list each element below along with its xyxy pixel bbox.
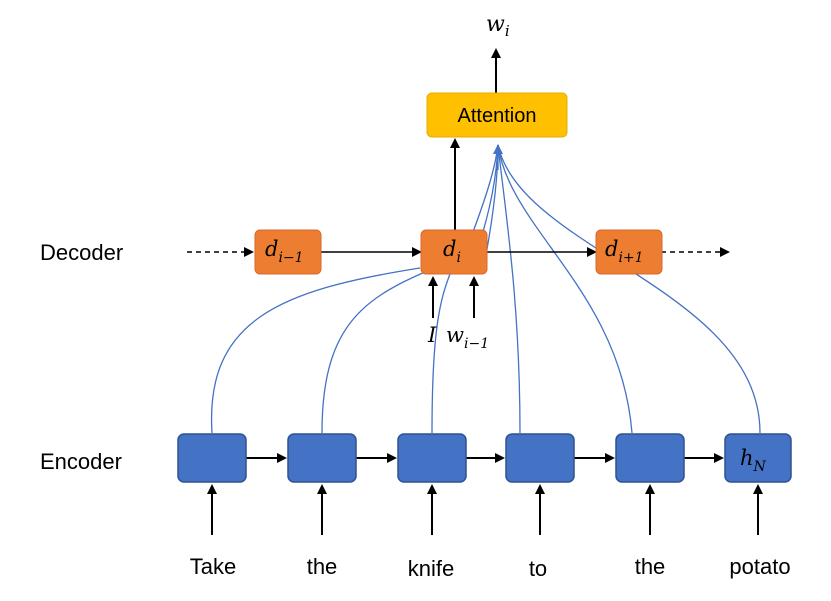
- attention-label: Attention: [458, 105, 537, 127]
- token-1: Take: [190, 554, 236, 579]
- decoder-label: Decoder: [40, 240, 123, 265]
- attention-line-decoder-a: [469, 144, 499, 241]
- attention-line-decoder-c: [485, 144, 499, 256]
- encoder-node-6: [724, 433, 792, 483]
- decoder-node-next-label: di+1: [605, 237, 644, 266]
- decoder-node-next: di+1: [595, 229, 663, 275]
- encoder-node-1: [177, 433, 247, 483]
- attention-line-encoder-1: [210, 267, 421, 434]
- encoder-node-3: [397, 433, 467, 483]
- token-6: potato: [729, 554, 790, 579]
- attention-line-encoder-3: [431, 273, 451, 434]
- decoder-node-prev-box: [254, 229, 322, 275]
- encoder-node-2: [287, 433, 357, 483]
- attention-line-encoder-6: [497, 144, 761, 434]
- decoder-input-label-2: wi−1: [446, 323, 489, 352]
- attention-line-encoder-4: [497, 144, 521, 434]
- decoder-node-current-box: [420, 229, 488, 275]
- decoder-node-next-box: [595, 229, 663, 275]
- output-label: wi: [486, 12, 510, 40]
- encoder-label: Encoder: [40, 449, 122, 474]
- decoder-node-prev: di−1: [254, 229, 322, 275]
- decoder-node-current-label: di: [443, 237, 461, 266]
- encoder-node-6-label: hN: [740, 446, 767, 475]
- decoder-node-current: di: [420, 229, 488, 275]
- decoder-node-prev-label: di−1: [265, 237, 304, 266]
- attention-lines: [210, 144, 761, 434]
- token-3: knife: [408, 556, 454, 581]
- token-5: the: [635, 554, 666, 579]
- attention-box: [426, 92, 568, 138]
- encoder-node-5: [615, 433, 685, 483]
- attention-line-encoder-5: [497, 144, 633, 434]
- token-2: the: [307, 554, 338, 579]
- decoder-input-label-1: I: [427, 323, 437, 347]
- encoder-node-4: [505, 433, 575, 483]
- attention-line-encoder-2: [321, 271, 426, 434]
- token-4: to: [529, 556, 547, 581]
